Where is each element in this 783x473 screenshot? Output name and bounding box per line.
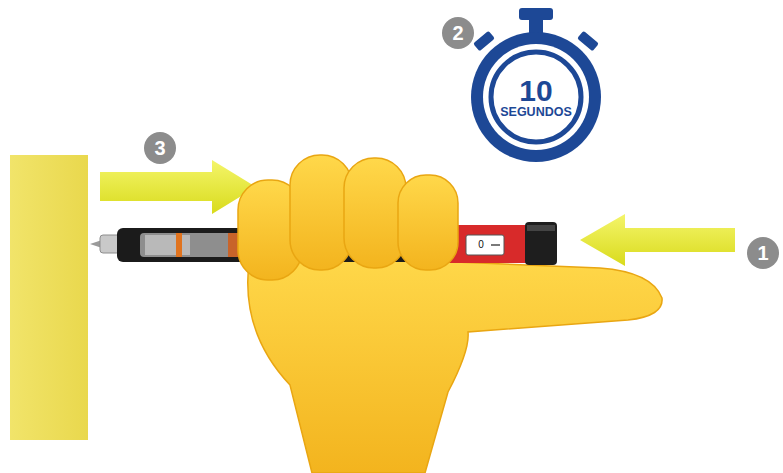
skin-surface — [10, 155, 88, 440]
timer-number: 10 — [519, 75, 552, 107]
timer-unit: SEGUNDOS — [500, 106, 572, 119]
hand-fingers — [238, 155, 458, 280]
stopwatch-inner-ring — [491, 52, 581, 142]
callout-circle — [442, 17, 474, 49]
stopwatch-button — [577, 31, 599, 52]
callout-number: 1 — [747, 237, 779, 269]
callout-circle — [747, 237, 779, 269]
hand-palm — [248, 255, 662, 473]
callout-number: 2 — [442, 17, 474, 49]
press-arrow — [580, 214, 735, 266]
stopwatch-ring — [471, 32, 601, 162]
stopwatch-face: 10SEGUNDOS — [470, 31, 602, 163]
stopwatch-button — [473, 31, 495, 52]
callout-circle — [144, 132, 176, 164]
dose-value: 0 — [474, 238, 488, 252]
push-arrow — [100, 160, 256, 214]
callout-number: 3 — [144, 132, 176, 164]
stopwatch-dial — [483, 44, 589, 150]
